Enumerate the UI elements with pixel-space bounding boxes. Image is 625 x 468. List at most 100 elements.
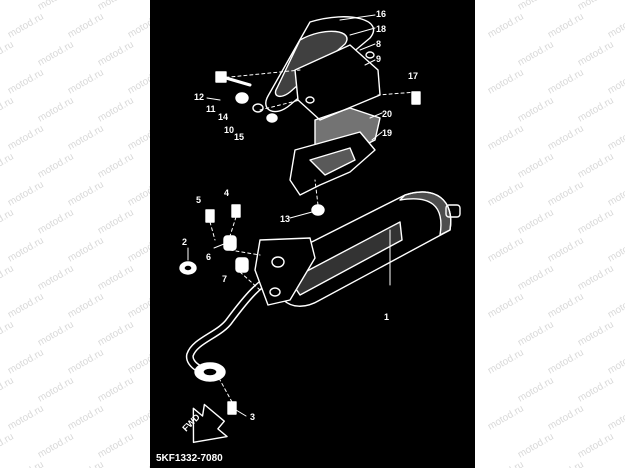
watermark-text: motod.ru: [486, 403, 526, 432]
watermark-text: motod.ru: [66, 179, 106, 208]
callout-16: 16: [376, 9, 386, 19]
callout-15: 15: [234, 132, 244, 142]
watermark-text: motod.ru: [96, 431, 136, 460]
watermark-text: motod.ru: [576, 375, 616, 404]
bracket-19: [289, 131, 376, 196]
watermark-text: motod.ru: [576, 263, 616, 292]
muffler-mount-bracket: [254, 237, 316, 306]
washer-15: [266, 113, 278, 123]
watermark-text: motod.ru: [0, 375, 16, 404]
mount-hole-a: [271, 256, 285, 268]
watermark-text: motod.ru: [576, 319, 616, 348]
bolt-12-head: [215, 71, 227, 83]
watermark-text: motod.ru: [6, 403, 46, 432]
watermark-text: motod.ru: [36, 319, 76, 348]
watermark-text: motod.ru: [36, 263, 76, 292]
watermark-text: motod.ru: [486, 459, 526, 468]
reference-code: 5KF1332-7080: [156, 453, 223, 464]
watermark-text: motod.ru: [36, 431, 76, 460]
callout-14: 14: [218, 112, 228, 122]
bracket-hole-1: [365, 51, 375, 59]
callout-11: 11: [206, 104, 216, 114]
watermark-text: motod.ru: [546, 347, 586, 376]
callout-9: 9: [376, 54, 381, 64]
watermark-text: motod.ru: [66, 291, 106, 320]
watermark-text: motod.ru: [36, 39, 76, 68]
damper-6: [223, 235, 237, 251]
watermark-text: motod.ru: [576, 431, 616, 460]
collar-14: [235, 92, 249, 104]
watermark-text: motod.ru: [606, 291, 625, 320]
mount-hole-b: [269, 287, 281, 297]
watermark-text: motod.ru: [516, 0, 556, 13]
watermark-text: motod.ru: [486, 235, 526, 264]
watermark-text: motod.ru: [96, 0, 136, 13]
exhaust-flange-hole: [202, 367, 218, 377]
watermark-text: motod.ru: [0, 263, 16, 292]
bolt-3: [227, 401, 237, 415]
watermark-text: motod.ru: [546, 403, 586, 432]
watermark-text: motod.ru: [546, 179, 586, 208]
damper-7: [235, 257, 249, 273]
watermark-text: motod.ru: [546, 11, 586, 40]
watermark-text: motod.ru: [606, 403, 625, 432]
watermark-text: motod.ru: [6, 179, 46, 208]
watermark-text: motod.ru: [36, 207, 76, 236]
washer-10: [252, 103, 264, 113]
watermark-text: motod.ru: [96, 319, 136, 348]
watermark-text: motod.ru: [516, 95, 556, 124]
callout-4: 4: [224, 188, 229, 198]
watermark-text: motod.ru: [0, 431, 16, 460]
bolt-12-shaft: [224, 76, 252, 87]
watermark-text: motod.ru: [96, 375, 136, 404]
watermark-text: motod.ru: [66, 403, 106, 432]
watermark-text: motod.ru: [516, 375, 556, 404]
watermark-text: motod.ru: [96, 39, 136, 68]
callout-1: 1: [384, 312, 389, 322]
watermark-text: motod.ru: [546, 459, 586, 468]
callout-3: 3: [250, 412, 255, 422]
watermark-text: motod.ru: [516, 319, 556, 348]
watermark-text: motod.ru: [546, 291, 586, 320]
watermark-text: motod.ru: [0, 207, 16, 236]
watermark-text: motod.ru: [6, 11, 46, 40]
watermark-text: motod.ru: [606, 67, 625, 96]
watermark-text: motod.ru: [0, 95, 16, 124]
watermark-text: motod.ru: [486, 179, 526, 208]
watermark-text: motod.ru: [66, 459, 106, 468]
watermark-text: motod.ru: [66, 67, 106, 96]
watermark-text: motod.ru: [576, 95, 616, 124]
callout-17: 17: [408, 71, 418, 81]
watermark-text: motod.ru: [6, 459, 46, 468]
bolt-5: [205, 209, 215, 223]
callout-13: 13: [280, 214, 290, 224]
watermark-text: motod.ru: [546, 67, 586, 96]
watermark-text: motod.ru: [486, 123, 526, 152]
nut-13: [311, 204, 325, 216]
watermark-text: motod.ru: [66, 235, 106, 264]
watermark-text: motod.ru: [96, 95, 136, 124]
callout-12: 12: [194, 92, 204, 102]
watermark-text: motod.ru: [36, 151, 76, 180]
callout-2: 2: [182, 237, 187, 247]
watermark-text: motod.ru: [36, 375, 76, 404]
fwd-arrow: [192, 403, 228, 444]
callout-6: 6: [206, 252, 211, 262]
watermark-text: motod.ru: [516, 39, 556, 68]
watermark-text: motod.ru: [96, 263, 136, 292]
watermark-text: motod.ru: [6, 235, 46, 264]
callout-18: 18: [376, 24, 386, 34]
watermark-text: motod.ru: [6, 291, 46, 320]
watermark-text: motod.ru: [6, 123, 46, 152]
watermark-text: motod.ru: [66, 347, 106, 376]
watermark-text: motod.ru: [36, 0, 76, 13]
callout-20: 20: [382, 109, 392, 119]
watermark-text: motod.ru: [516, 207, 556, 236]
watermark-text: motod.ru: [0, 319, 16, 348]
bracket-hole-2: [305, 96, 315, 104]
watermark-text: motod.ru: [606, 11, 625, 40]
watermark-text: motod.ru: [606, 459, 625, 468]
watermark-text: motod.ru: [576, 0, 616, 13]
bracket-19-inner: [309, 147, 356, 176]
